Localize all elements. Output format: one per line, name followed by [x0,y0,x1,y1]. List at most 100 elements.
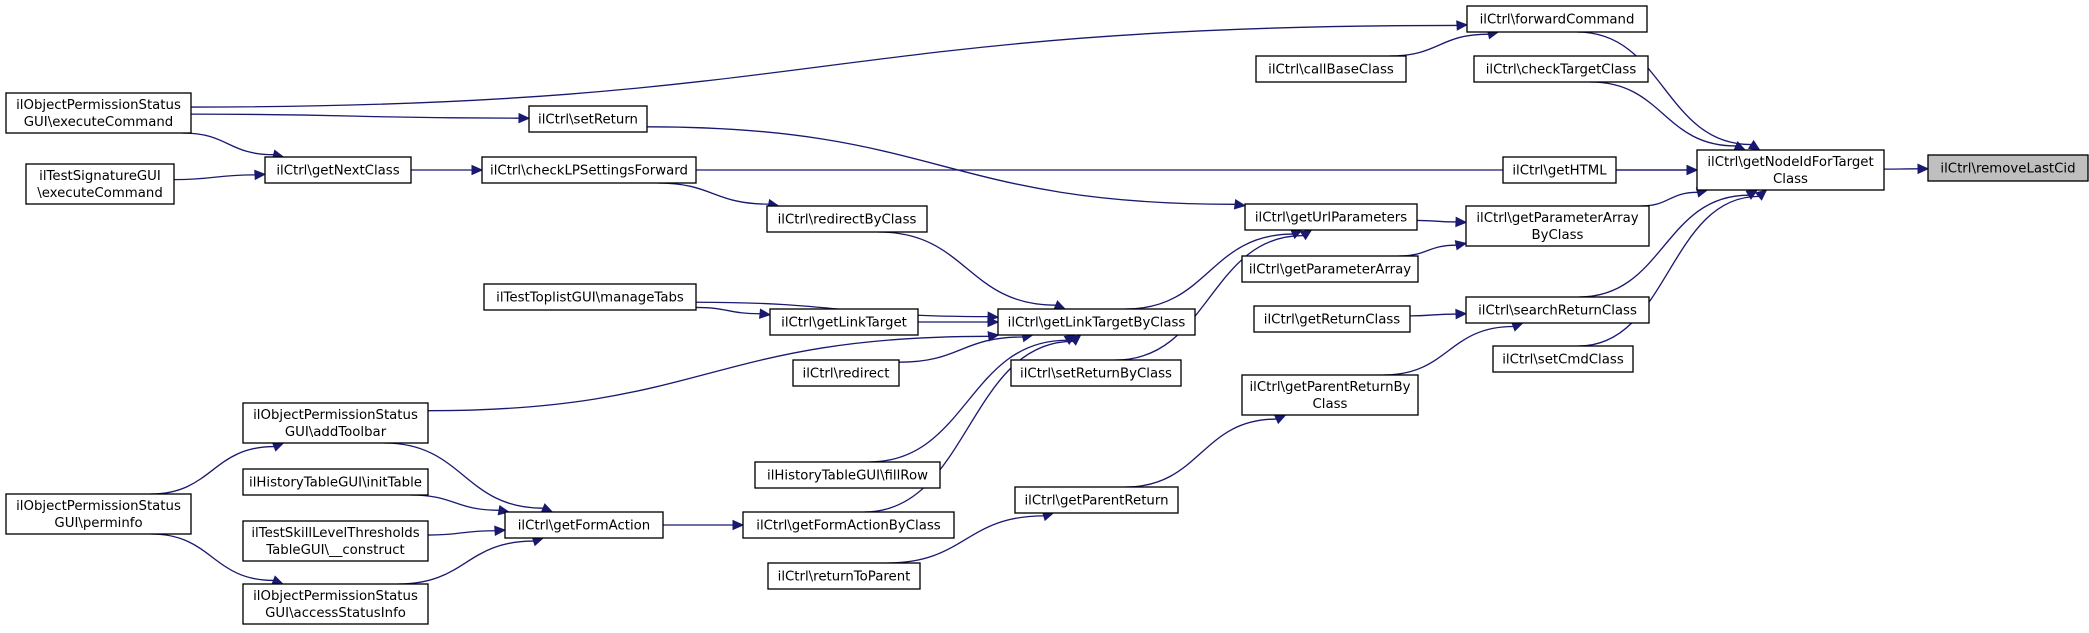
graph-node-forwardCommand[interactable]: ilCtrl\forwardCommand [1466,5,1648,33]
graph-node-getUrlParameters[interactable]: ilCtrl\getUrlParameters [1244,203,1418,231]
graph-node-accessStatusInfo[interactable]: ilObjectPermissionStatusGUI\accessStatus… [242,583,429,625]
graph-node-redirect[interactable]: ilCtrl\redirect [792,359,900,387]
graph-node-fillRow[interactable]: ilHistoryTableGUI\fillRow [754,461,941,489]
graph-node-getReturnClass[interactable]: ilCtrl\getReturnClass [1253,305,1411,333]
edge-arrowhead [987,331,1000,342]
graph-node-returnToParent[interactable]: ilCtrl\returnToParent [767,562,921,590]
graph-node-getLinkTargetByClass[interactable]: ilCtrl\getLinkTargetByClass [997,308,1196,336]
edge-getLinkTarget-to-getLinkTargetByClass [918,316,1000,328]
node-label: ilCtrl\getFormAction [518,519,651,534]
edge-arrowhead [1290,229,1304,240]
node-box [483,283,697,311]
edge-getParentReturn-to-getParentReturnByClass [1125,414,1287,488]
graph-node-getFormAction[interactable]: ilCtrl\getFormAction [504,511,664,539]
node-label: ilCtrl\searchReturnClass [1478,304,1637,319]
edge-line [410,494,500,511]
edge-arrowhead [759,308,772,319]
node-label: ilHistoryTableGUI\fillRow [767,469,928,484]
node-box [504,511,664,539]
graph-node-getParameterArray[interactable]: ilCtrl\getParameterArray [1241,255,1419,283]
graph-node-setCmdClass[interactable]: ilCtrl\setCmdClass [1492,345,1634,373]
node-box [242,520,429,562]
node-box [242,402,429,444]
node-label: ilCtrl\returnToParent [778,570,911,585]
node-box [264,156,412,184]
edge-opsExecuteCommand-to-setReturn [190,112,531,124]
edge-construct-to-getFormAction [427,525,507,537]
graph-node-getLinkTarget[interactable]: ilCtrl\getLinkTarget [769,308,919,336]
node-label: GUI\accessStatusInfo [265,606,406,621]
node-box [25,163,175,205]
node-box [1465,296,1650,324]
node-box [1466,5,1648,33]
graph-node-manageTabs[interactable]: ilTestToplistGUI\manageTabs [483,283,697,311]
edge-getUrlParameters-to-getParameterArrayByClass [1416,216,1468,228]
node-label: ilObjectPermissionStatus [16,499,181,514]
node-label: ilCtrl\getUrlParameters [1255,211,1407,226]
node-label: ilCtrl\getHTML [1512,164,1607,179]
node-box [1241,255,1419,283]
graph-node-setReturnByClass[interactable]: ilCtrl\setReturnByClass [1010,359,1182,387]
edge-addToolbar-to-getLinkTargetByClass [427,331,1000,412]
graph-node-checkTargetClass[interactable]: ilCtrl\checkTargetClass [1473,55,1649,83]
edge-line [151,533,274,582]
edge-opsExecuteCommand-to-getNextClass [182,132,285,160]
graph-node-opsExecuteCommand[interactable]: ilObjectPermissionStatusGUI\executeComma… [5,92,192,134]
edge-checkLPSettingsForward-to-redirectByClass [657,182,780,210]
edge-setReturn-to-getUrlParameters [646,126,1247,210]
node-label: ilCtrl\checkTargetClass [1486,63,1637,78]
node-box [528,105,648,133]
graph-node-getFormActionByClass[interactable]: ilCtrl\getFormActionByClass [742,511,955,539]
edge-arrowhead [254,169,267,181]
node-label: ilCtrl\getParentReturnBy [1249,380,1410,395]
node-label: ilCtrl\redirectByClass [778,213,917,228]
graph-node-redirectByClass[interactable]: ilCtrl\redirectByClass [766,205,928,233]
graph-node-searchReturnClass[interactable]: ilCtrl\searchReturnClass [1465,296,1650,324]
node-box [1502,156,1617,184]
graph-node-removeLastCid[interactable]: ilCtrl\removeLastCid [1927,154,2089,182]
node-label: ilTestSkillLevelThresholds [251,526,419,541]
graph-node-getParentReturn[interactable]: ilCtrl\getParentReturn [1014,486,1179,514]
node-box [754,461,941,489]
node-box [242,583,429,625]
edge-getReturnClass-to-searchReturnClass [1409,308,1468,320]
edge-arrowhead [1456,20,1469,31]
node-label: ilTestToplistGUI\manageTabs [496,291,684,306]
edge-initTable-to-getFormAction [410,494,511,516]
node-label: TableGUI\__construct [265,543,405,558]
node-box [997,308,1196,336]
edge-layer [150,20,1930,586]
edge-arrowhead [1069,334,1082,346]
graph-node-checkLPSettingsForward[interactable]: ilCtrl\checkLPSettingsForward [481,156,697,184]
edge-line [1579,194,1749,298]
edge-line [1125,418,1277,488]
edge-arrowhead [1455,216,1468,228]
graph-node-tsgExecuteCommand[interactable]: ilTestSignatureGUI\executeCommand [25,163,175,205]
edge-arrowhead [1053,300,1067,310]
graph-node-setReturn[interactable]: ilCtrl\setReturn [528,105,648,133]
node-label: ilCtrl\setCmdClass [1502,353,1624,368]
node-box [742,511,955,539]
edge-line [887,515,1044,564]
edge-line [1416,219,1457,223]
edge-line [695,306,761,315]
graph-node-construct[interactable]: ilTestSkillLevelThresholdsTableGUI\__con… [242,520,429,562]
node-box [5,493,192,535]
edge-line [1578,195,1759,347]
node-box [5,92,192,134]
node-label: ilCtrl\forwardCommand [1480,13,1635,28]
edge-getNodeIdForTargetClass-to-removeLastCid [1883,163,1930,175]
node-label: ilCtrl\getLinkTarget [781,316,907,331]
node-label: ilCtrl\setReturn [538,113,638,128]
edge-perminfo-to-addToolbar [150,441,285,495]
graph-node-getNextClass[interactable]: ilCtrl\getNextClass [264,156,412,184]
graph-node-callBaseClass[interactable]: ilCtrl\callBaseClass [1255,55,1407,83]
graph-node-getHTML[interactable]: ilCtrl\getHTML [1502,156,1617,184]
graph-node-initTable[interactable]: ilHistoryTableGUI\initTable [242,468,429,496]
